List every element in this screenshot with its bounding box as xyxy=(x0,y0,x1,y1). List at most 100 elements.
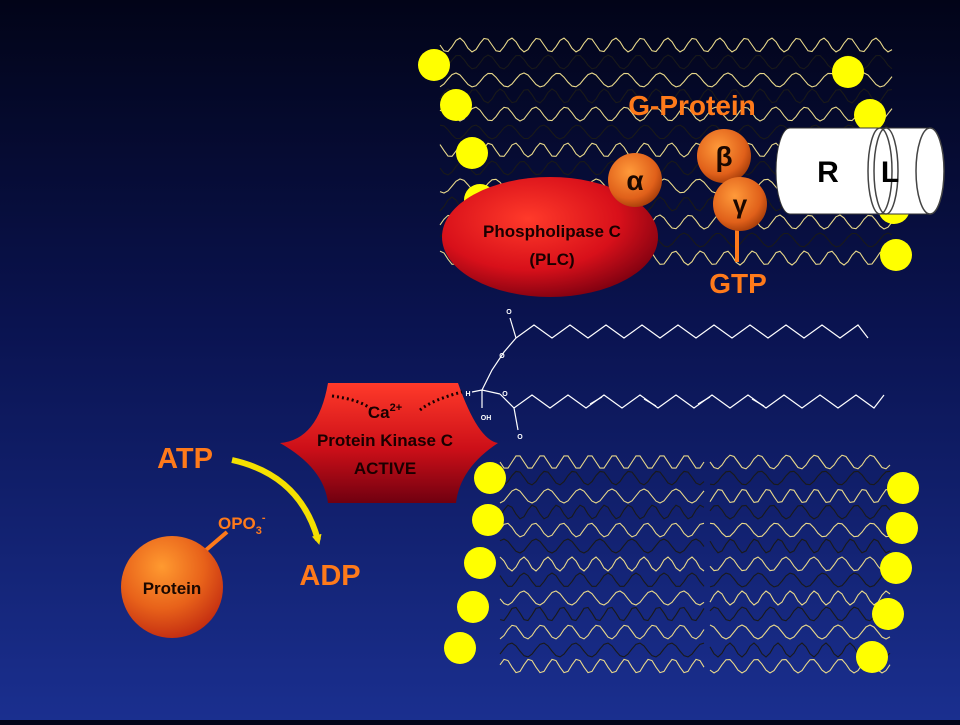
plc-label: Phospholipase C xyxy=(483,222,621,241)
g-protein: G-Protein β γ α GTP xyxy=(608,90,767,299)
dag-ester-upper xyxy=(481,337,517,391)
dag-oxygen: O xyxy=(506,309,512,316)
lipid-tail xyxy=(499,538,705,554)
lipid-head xyxy=(887,472,919,504)
protein-label: Protein xyxy=(143,579,202,598)
phosphate-label: OPO3- xyxy=(218,512,266,537)
dag-chain-upper xyxy=(515,324,869,339)
dag-oxygen: O xyxy=(499,353,505,360)
lipid-head xyxy=(474,462,506,494)
lipid-head xyxy=(832,56,864,88)
dag-carbonyl-lower xyxy=(513,407,519,431)
lipid-tail xyxy=(709,538,891,554)
alpha-symbol: α xyxy=(626,165,643,196)
lipid-head xyxy=(444,632,476,664)
lipid-tail xyxy=(439,54,893,70)
protein-body xyxy=(121,536,223,638)
lipid-tail xyxy=(499,488,705,504)
phosphate-charge: - xyxy=(262,512,266,524)
pkc-label: Protein Kinase C xyxy=(317,431,453,450)
atp-label: ATP xyxy=(157,443,213,475)
lipid-tail xyxy=(709,488,891,504)
beta-symbol: β xyxy=(715,141,732,172)
lipid-tail xyxy=(499,572,705,587)
lipid-tail xyxy=(499,624,705,640)
receptor-ring xyxy=(873,127,899,215)
lipid-head xyxy=(456,137,488,169)
lipid-tail xyxy=(439,88,893,104)
lipid-head xyxy=(418,49,450,81)
lipid-head xyxy=(880,552,912,584)
beta-subunit xyxy=(697,129,751,183)
lipid-tail xyxy=(439,37,893,53)
receptor-label: R xyxy=(817,156,839,189)
lipid-tail xyxy=(499,606,705,622)
lipid-tail xyxy=(709,556,891,572)
lower-membrane-heads-left xyxy=(444,462,506,664)
plc-body xyxy=(442,177,658,297)
lipid-tail xyxy=(709,504,891,520)
lipid-tail xyxy=(499,470,705,486)
phosphate-formula: OPO xyxy=(218,514,256,533)
receptor-end xyxy=(915,127,945,215)
calcium-label: Ca2+ xyxy=(368,402,402,422)
lipid-head xyxy=(886,512,918,544)
dag-oxygen: O xyxy=(517,434,523,441)
reaction-arrow xyxy=(231,457,322,545)
phosphorylated-protein: OPO3- Protein xyxy=(121,512,266,638)
phospholipase-c: Phospholipase C (PLC) xyxy=(442,177,658,297)
protein-kinase-c: Ca2+ Protein Kinase C ACTIVE xyxy=(280,383,498,503)
dag-atom-labels: O O H O OH O xyxy=(465,309,523,441)
lower-membrane-tails xyxy=(499,454,891,674)
lipid-tail xyxy=(439,72,893,88)
dag-backbone xyxy=(471,389,501,408)
adp-label: ADP xyxy=(299,560,360,592)
plc-abbrev: (PLC) xyxy=(529,250,574,269)
lipid-head xyxy=(457,591,489,623)
lipid-tail xyxy=(499,556,705,572)
g-protein-label: G-Protein xyxy=(628,90,756,121)
lipid-head xyxy=(440,89,472,121)
lipid-tail xyxy=(709,572,891,588)
lipid-head xyxy=(880,239,912,271)
calcium-charge: 2+ xyxy=(390,402,403,414)
lipid-tail xyxy=(439,106,893,122)
lipid-head xyxy=(464,547,496,579)
lipid-tail xyxy=(709,624,891,640)
pkc-body xyxy=(280,383,498,503)
lipid-tail xyxy=(499,504,705,520)
dag-carbonyl-upper xyxy=(509,317,517,339)
dag-oxygen: O xyxy=(502,391,508,398)
alpha-subunit xyxy=(608,153,662,207)
lipid-tail xyxy=(709,470,891,486)
calcium-symbol: Ca xyxy=(368,403,390,422)
lipid-tail xyxy=(499,522,705,538)
lipid-tail xyxy=(709,454,891,470)
dag-chain-lower xyxy=(499,393,885,409)
dag-double-bonds xyxy=(589,396,765,407)
gamma-subunit xyxy=(713,177,767,231)
upper-membrane-heads-right xyxy=(832,56,912,271)
dag-hydroxyl: OH xyxy=(481,415,492,422)
lower-membrane-heads-right xyxy=(856,472,919,673)
lipid-tail xyxy=(709,522,891,538)
gamma-symbol: γ xyxy=(733,189,748,219)
lipid-tail xyxy=(439,124,893,140)
lipid-head xyxy=(854,99,886,131)
lipid-tail xyxy=(499,642,705,658)
lipid-head xyxy=(872,598,904,630)
lipid-tail xyxy=(499,658,705,674)
atp-to-adp-reaction: ATP ADP xyxy=(157,443,361,592)
diacylglycerol-structure xyxy=(471,317,885,431)
receptor-ring xyxy=(867,127,893,215)
lipid-tail xyxy=(499,590,705,606)
ligand-label: L xyxy=(881,156,899,189)
lipid-tail xyxy=(709,590,891,606)
receptor: R L xyxy=(775,127,945,215)
lipid-head xyxy=(856,641,888,673)
lipid-tail xyxy=(709,606,891,622)
phosphate-subscript: 3 xyxy=(256,525,262,537)
pkc-state-label: ACTIVE xyxy=(354,459,416,478)
